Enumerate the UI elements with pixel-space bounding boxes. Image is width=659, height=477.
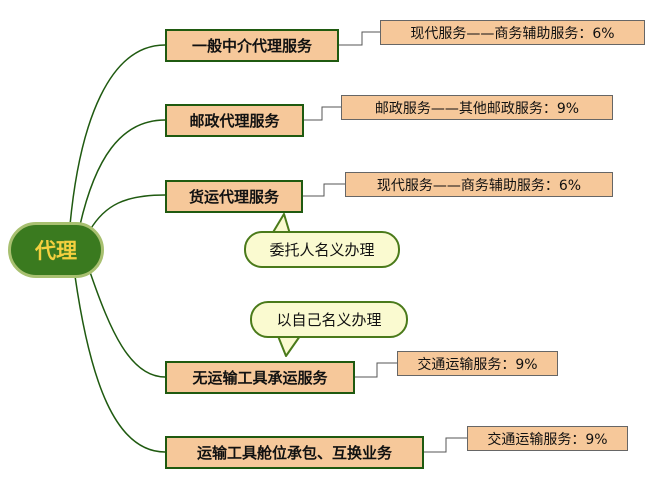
- leaf-line: [339, 31, 380, 46]
- branch-line: [74, 275, 166, 453]
- topic-postal-agency[interactable]: 邮政代理服务: [165, 104, 304, 137]
- topic-label: 运输工具舱位承包、互换业务: [196, 444, 392, 462]
- root-node[interactable]: 代理: [8, 222, 104, 278]
- leaf-tax-rate[interactable]: 现代服务——商务辅助服务：6%: [345, 172, 613, 197]
- topic-freight-agency[interactable]: 货运代理服务: [165, 180, 303, 213]
- leaf-label: 交通运输服务：9%: [487, 431, 608, 448]
- leaf-tax-rate[interactable]: 交通运输服务：9%: [397, 351, 558, 376]
- callout-principal-name[interactable]: 委托人名义办理: [244, 231, 400, 268]
- leaf-tax-rate[interactable]: 邮政服务——其他邮政服务：9%: [341, 95, 613, 120]
- callout-label: 以自己名义办理: [276, 311, 382, 329]
- root-label: 代理: [35, 239, 77, 263]
- topic-label: 货运代理服务: [188, 188, 279, 206]
- leaf-line: [424, 437, 467, 453]
- leaf-label: 现代服务——商务辅助服务：6%: [410, 25, 615, 42]
- leaf-tax-rate[interactable]: 现代服务——商务辅助服务：6%: [380, 20, 645, 45]
- branch-line: [89, 271, 166, 378]
- topic-space-chartering[interactable]: 运输工具舱位承包、互换业务: [165, 436, 424, 469]
- callout-pointer: [277, 335, 301, 357]
- leaf-line: [355, 362, 397, 378]
- leaf-line: [304, 106, 341, 121]
- leaf-tax-rate[interactable]: 交通运输服务：9%: [467, 426, 628, 451]
- leaf-label: 邮政服务——其他邮政服务：9%: [374, 100, 580, 117]
- branch-line: [69, 44, 166, 226]
- callout-own-name[interactable]: 以自己名义办理: [250, 301, 408, 338]
- leaf-label: 现代服务——商务辅助服务：6%: [376, 177, 582, 194]
- topic-label: 邮政代理服务: [189, 112, 280, 130]
- callout-label: 委托人名义办理: [269, 241, 375, 259]
- leaf-label: 交通运输服务：9%: [417, 356, 538, 373]
- branch-line: [79, 119, 166, 226]
- topic-general-agency[interactable]: 一般中介代理服务: [165, 29, 339, 62]
- leaf-line: [303, 183, 345, 197]
- topic-label: 一般中介代理服务: [191, 37, 312, 55]
- topic-label: 无运输工具承运服务: [192, 369, 328, 387]
- topic-non-vessel-carrier[interactable]: 无运输工具承运服务: [165, 361, 355, 394]
- branch-line: [89, 194, 166, 231]
